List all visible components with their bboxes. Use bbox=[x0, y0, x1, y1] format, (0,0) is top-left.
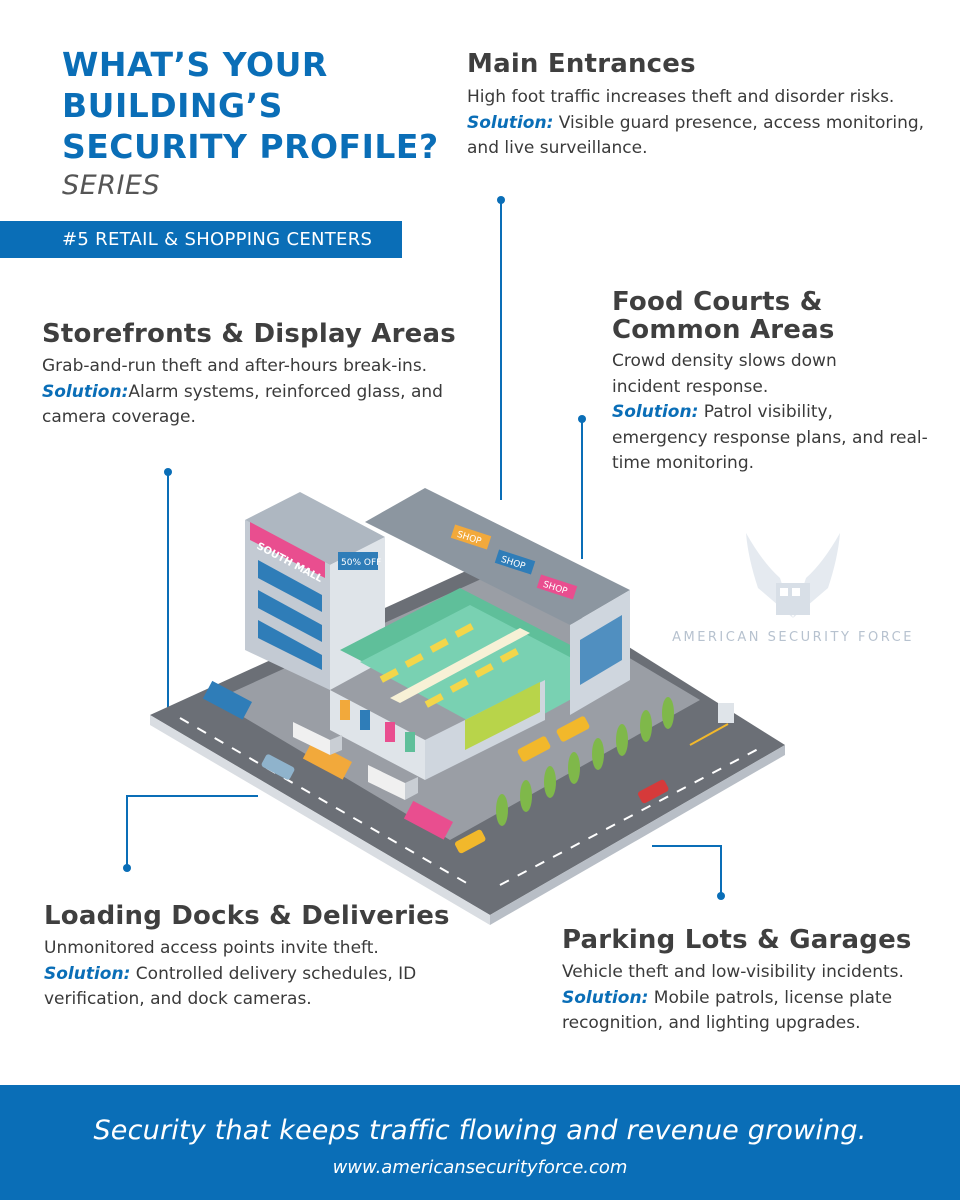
loading-docks-connector-vline bbox=[126, 795, 128, 867]
sale-sign bbox=[338, 552, 378, 570]
storefronts-solution-label: Solution: bbox=[42, 381, 129, 402]
billboard-2 bbox=[302, 740, 353, 780]
main-entrances-text: High foot traffic increases theft and di… bbox=[467, 85, 927, 162]
storefronts-heading: Storefronts & Display Areas bbox=[42, 319, 456, 349]
food-courts-heading-line-1: Food Courts & bbox=[612, 287, 823, 317]
food-courts-text: Crowd density slows down incident respon… bbox=[612, 349, 932, 477]
loading-docks-section: Loading Docks & Deliveries Unmonitored a… bbox=[44, 902, 464, 1013]
loading-docks-solution-label: Solution: bbox=[44, 963, 131, 984]
car-3 bbox=[556, 716, 590, 742]
parking-solution-label: Solution: bbox=[562, 987, 649, 1008]
food-courts-heading-line-2: Common Areas bbox=[612, 315, 835, 345]
storefronts-text: Grab-and-run theft and after-hours break… bbox=[42, 354, 472, 431]
storefronts-connector-line bbox=[167, 472, 169, 712]
shop-sign-2 bbox=[494, 549, 536, 575]
title-line-3: SECURITY PROFILE? bbox=[62, 127, 439, 166]
sale-sign-text: 50% OFF bbox=[341, 558, 381, 568]
storefronts-risk: Grab-and-run theft and after-hours break… bbox=[42, 356, 428, 376]
storefronts-solution: Alarm systems, reinforced glass, and cam… bbox=[42, 381, 443, 428]
eagle-wings-icon bbox=[746, 533, 840, 618]
loading-docks-solution: Controlled delivery schedules, ID verifi… bbox=[44, 963, 417, 1010]
mall-sign bbox=[250, 522, 325, 578]
food-courts-solution-label: Solution: bbox=[612, 402, 699, 422]
category-banner: #5 RETAIL & SHOPPING CENTERS bbox=[0, 221, 402, 258]
main-entrances-connector-line bbox=[500, 200, 502, 500]
shop-sign-2-text: SHOP bbox=[500, 555, 527, 572]
food-courts-section: Food Courts & Common Areas Crowd density… bbox=[612, 288, 932, 477]
parking-connector-vline bbox=[720, 845, 722, 893]
shop-sign-1-text: SHOP bbox=[456, 530, 483, 547]
watermark: AMERICAN SECURITY FORCE bbox=[668, 528, 918, 658]
delivery-truck-2 bbox=[368, 765, 418, 800]
loading-docks-risk: Unmonitored access points invite theft. bbox=[44, 938, 379, 958]
guard-booth bbox=[718, 703, 734, 723]
parking-solution: Mobile patrols, license plate recognitio… bbox=[562, 987, 893, 1034]
main-entrances-section: Main Entrances High foot traffic increas… bbox=[467, 50, 927, 162]
food-courts-connector-line bbox=[581, 419, 583, 559]
food-courts-heading: Food Courts & Common Areas bbox=[612, 288, 932, 344]
billboard-1 bbox=[202, 680, 253, 720]
title-line-2: BUILDING’S bbox=[62, 86, 283, 125]
title-line-1: WHAT’S YOUR bbox=[62, 45, 328, 84]
shop-sign-1 bbox=[450, 524, 492, 550]
main-entrances-risk: High foot traffic increases theft and di… bbox=[467, 87, 895, 107]
parking-connector-dot bbox=[717, 892, 725, 900]
plaza bbox=[215, 575, 700, 840]
food-court bbox=[340, 588, 615, 730]
right-wing bbox=[570, 590, 630, 715]
mall-sign-text: SOUTH MALL bbox=[255, 541, 325, 585]
series-label: SERIES bbox=[62, 170, 161, 201]
parking-connector-hline bbox=[652, 845, 722, 847]
parking-trees bbox=[496, 697, 674, 826]
main-building-roof bbox=[365, 488, 630, 625]
loading-docks-connector-dot bbox=[123, 864, 131, 872]
storefronts-section: Storefronts & Display Areas Grab-and-run… bbox=[42, 320, 472, 431]
parking-risk: Vehicle theft and low-visibility inciden… bbox=[562, 962, 904, 982]
main-entrances-solution-label: Solution: bbox=[467, 112, 554, 133]
shop-sign-3-text: SHOP bbox=[542, 580, 569, 597]
car-2 bbox=[517, 736, 551, 762]
parking-heading: Parking Lots & Garages bbox=[562, 925, 912, 955]
loading-docks-connector-hline bbox=[126, 795, 258, 797]
parking-section: Parking Lots & Garages Vehicle theft and… bbox=[562, 926, 932, 1037]
parking-text: Vehicle theft and low-visibility inciden… bbox=[562, 960, 932, 1037]
footer-url[interactable]: www.americansecurityforce.com bbox=[332, 1157, 628, 1178]
main-entrances-heading: Main Entrances bbox=[467, 49, 696, 79]
watermark-text: AMERICAN SECURITY FORCE bbox=[672, 630, 914, 645]
footer-banner: Security that keeps traffic flowing and … bbox=[0, 1085, 960, 1200]
shop-sign-3 bbox=[536, 574, 578, 600]
delivery-truck-1 bbox=[293, 722, 342, 755]
car-5 bbox=[454, 829, 486, 854]
entrance-facade bbox=[425, 680, 545, 780]
loading-docks-heading: Loading Docks & Deliveries bbox=[44, 901, 450, 931]
footer-tagline: Security that keeps traffic flowing and … bbox=[93, 1115, 867, 1146]
car-1 bbox=[261, 754, 295, 780]
food-courts-risk: Crowd density slows down incident respon… bbox=[612, 351, 837, 397]
food-courts-solution: Patrol visibility, emergency response pl… bbox=[612, 402, 928, 473]
main-entrances-solution: Visible guard presence, access monitorin… bbox=[467, 112, 925, 159]
loading-docks-text: Unmonitored access points invite theft. … bbox=[44, 936, 464, 1013]
car-4 bbox=[637, 779, 669, 804]
billboard-3 bbox=[403, 800, 454, 840]
tower bbox=[245, 520, 330, 690]
page-title: WHAT’S YOUR BUILDING’S SECURITY PROFILE? bbox=[62, 44, 462, 167]
